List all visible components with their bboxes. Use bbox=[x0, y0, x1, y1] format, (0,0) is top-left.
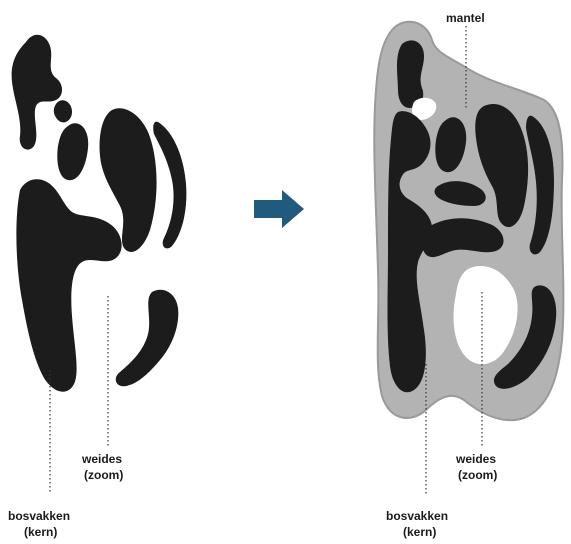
forest-block bbox=[57, 123, 88, 180]
forest-block bbox=[12, 35, 62, 150]
core-label-line1: bosvakken bbox=[8, 509, 70, 523]
meadows-label-line1: weides bbox=[81, 452, 122, 466]
meadows-label-line1: weides bbox=[455, 452, 496, 466]
right-arrow-icon bbox=[254, 190, 304, 228]
right-panel: mantel weides (zoom) bosvakken (kern) bbox=[374, 11, 563, 539]
core-label-line2: (kern) bbox=[24, 525, 57, 539]
forest-block-core bbox=[16, 179, 121, 392]
core-label-line1: bosvakken bbox=[386, 509, 448, 523]
left-panel: weides (zoom) bosvakken (kern) bbox=[8, 35, 186, 539]
forest-block bbox=[397, 40, 424, 108]
core-label-line2: (kern) bbox=[403, 525, 436, 539]
mantle-label: mantel bbox=[446, 11, 485, 25]
meadows-label-line2: (zoom) bbox=[84, 468, 123, 482]
meadows-label-line2: (zoom) bbox=[458, 468, 497, 482]
forest-block bbox=[116, 290, 179, 387]
forest-block bbox=[54, 100, 72, 122]
forest-block bbox=[153, 122, 186, 249]
